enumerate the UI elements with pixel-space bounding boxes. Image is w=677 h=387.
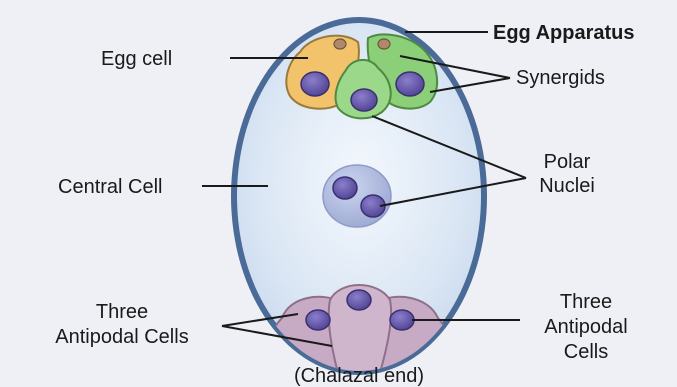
antipodal-nucleus-middle xyxy=(347,290,371,310)
egg-cell-vacuole xyxy=(334,39,346,49)
label-chalazal-end: (Chalazal end) xyxy=(294,365,424,387)
label-synergids: Synergids xyxy=(516,67,605,89)
label-polar-line2: Nuclei xyxy=(539,175,595,197)
antipodal-nucleus-left xyxy=(306,310,330,330)
label-polar-line1: Polar xyxy=(544,151,591,173)
label-antipodal-right-line3: Cells xyxy=(564,341,608,363)
synergid-vacuole xyxy=(378,39,390,49)
label-antipodal-right-line2: Antipodal xyxy=(544,316,627,338)
label-antipodal-right-line1: Three xyxy=(560,291,612,313)
polar-nuclei-vacuole xyxy=(323,165,391,227)
label-egg-cell: Egg cell xyxy=(101,48,172,70)
egg-cell-nucleus xyxy=(301,72,329,96)
label-central-cell: Central Cell xyxy=(58,176,162,198)
label-antipodal-left-line1: Three xyxy=(96,301,148,323)
label-egg-apparatus: Egg Apparatus xyxy=(493,22,635,44)
polar-nucleus-upper xyxy=(333,177,357,199)
synergid-right-nucleus xyxy=(396,72,424,96)
label-antipodal-left-line2: Antipodal Cells xyxy=(55,326,188,348)
antipodal-nucleus-right xyxy=(390,310,414,330)
synergid-center-nucleus xyxy=(351,89,377,111)
